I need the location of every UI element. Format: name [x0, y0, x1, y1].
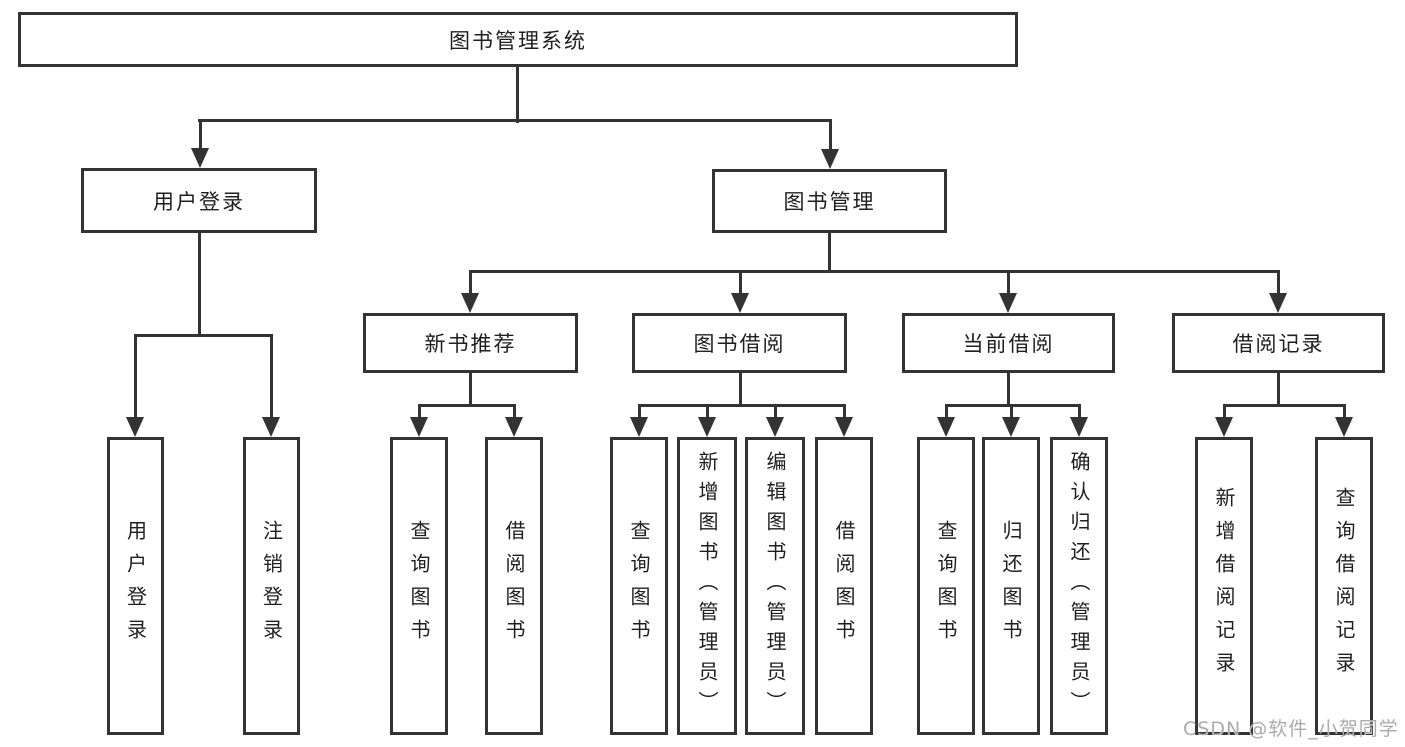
csdn-watermark: CSDN @软件_小贺同学	[1183, 718, 1399, 740]
connector-line	[516, 67, 519, 123]
connector-line	[774, 404, 777, 420]
connector-line	[706, 404, 709, 420]
leaf-query-books-borrowing-label: 查询图书	[627, 520, 651, 652]
connector-line	[469, 373, 472, 407]
connector-line	[198, 119, 832, 122]
leaf-add-borrow-record-label: 新增借阅记录	[1212, 487, 1236, 685]
leaf-add-book-admin: 新增图书（管理员）	[677, 437, 737, 735]
connector-line	[945, 404, 948, 420]
connector-line	[1223, 404, 1346, 407]
connector-line	[1078, 404, 1081, 420]
leaf-edit-book-admin: 编辑图书（管理员）	[745, 437, 805, 735]
node-root: 图书管理系统	[18, 12, 1018, 67]
leaf-user-login: 用户登录	[107, 437, 164, 735]
leaf-user-login-label: 用户登录	[123, 520, 148, 652]
connector-line	[418, 404, 421, 420]
connector-line	[199, 119, 202, 150]
connector-line	[638, 404, 641, 420]
leaf-query-books-borrowing: 查询图书	[610, 437, 668, 735]
connector-arrowhead	[1269, 293, 1287, 313]
connector-line	[1223, 404, 1226, 420]
node-user-login-label: 用户登录	[153, 189, 245, 214]
connector-arrowhead	[937, 417, 955, 437]
connector-line	[270, 334, 273, 419]
connector-line	[945, 404, 1081, 407]
leaf-borrow-books-recommend: 借阅图书	[485, 437, 543, 735]
leaf-query-books-current-label: 查询图书	[934, 520, 958, 652]
node-book-borrowing: 图书借阅	[632, 313, 847, 373]
connector-line	[739, 270, 742, 295]
leaf-query-books-current: 查询图书	[917, 437, 975, 735]
connector-arrowhead	[262, 417, 280, 437]
connector-arrowhead	[821, 149, 839, 169]
node-borrow-records-label: 借阅记录	[1232, 332, 1325, 356]
leaf-return-books-label: 归还图书	[999, 520, 1023, 652]
leaf-query-borrow-record: 查询借阅记录	[1315, 437, 1373, 735]
leaf-confirm-return-admin-label: 确认归还（管理员）	[1067, 451, 1091, 721]
connector-line	[1277, 373, 1280, 407]
connector-arrowhead	[1070, 417, 1088, 437]
leaf-edit-book-admin-label: 编辑图书（管理员）	[763, 451, 787, 721]
connector-line	[134, 334, 273, 337]
node-user-login: 用户登录	[81, 168, 317, 233]
connector-arrowhead	[698, 417, 716, 437]
connector-line	[198, 233, 201, 337]
node-current-borrowing-label: 当前借阅	[962, 332, 1055, 356]
node-new-book-recommend-label: 新书推荐	[424, 332, 517, 356]
leaf-add-borrow-record: 新增借阅记录	[1195, 437, 1253, 735]
leaf-confirm-return-admin: 确认归还（管理员）	[1050, 437, 1108, 735]
node-root-label: 图书管理系统	[449, 28, 587, 53]
leaf-query-borrow-record-label: 查询借阅记录	[1332, 487, 1356, 685]
connector-arrowhead	[766, 417, 784, 437]
connector-arrowhead	[505, 417, 523, 437]
leaf-return-books: 归还图书	[982, 437, 1040, 735]
node-current-borrowing: 当前借阅	[902, 313, 1115, 373]
connector-arrowhead	[731, 293, 749, 313]
leaf-borrow-books-borrowing-label: 借阅图书	[832, 520, 856, 652]
connector-line	[134, 334, 137, 419]
connector-arrowhead	[999, 293, 1017, 313]
leaf-logout: 注销登录	[243, 437, 300, 735]
connector-line	[513, 404, 516, 420]
connector-line	[1007, 270, 1010, 295]
connector-line	[418, 404, 516, 407]
node-book-management: 图书管理	[712, 169, 947, 233]
node-book-management-label: 图书管理	[783, 190, 876, 214]
connector-arrowhead	[630, 417, 648, 437]
connector-arrowhead	[1335, 417, 1353, 437]
node-book-borrowing-label: 图书借阅	[693, 332, 786, 356]
connector-line	[829, 119, 832, 150]
connector-line	[1277, 270, 1280, 295]
connector-line	[1007, 373, 1010, 407]
connector-line	[828, 233, 831, 273]
connector-line	[843, 404, 846, 420]
connector-line	[469, 270, 472, 295]
node-borrow-records: 借阅记录	[1172, 313, 1385, 373]
leaf-logout-label: 注销登录	[259, 520, 284, 652]
connector-line	[1343, 404, 1346, 420]
connector-line	[638, 404, 846, 407]
leaf-add-book-admin-label: 新增图书（管理员）	[695, 451, 719, 721]
connector-line	[1010, 404, 1013, 420]
connector-arrowhead	[1002, 417, 1020, 437]
connector-line	[469, 270, 1280, 273]
leaf-query-books-recommend: 查询图书	[390, 437, 448, 735]
connector-arrowhead	[126, 417, 144, 437]
leaf-query-books-recommend-label: 查询图书	[407, 520, 431, 652]
connector-arrowhead	[1215, 417, 1233, 437]
connector-arrowhead	[191, 148, 209, 168]
connector-arrowhead	[410, 417, 428, 437]
leaf-borrow-books-borrowing: 借阅图书	[815, 437, 873, 735]
node-new-book-recommend: 新书推荐	[363, 313, 578, 373]
connector-line	[739, 373, 742, 407]
connector-arrowhead	[835, 417, 853, 437]
connector-arrowhead	[461, 293, 479, 313]
leaf-borrow-books-recommend-label: 借阅图书	[502, 520, 526, 652]
